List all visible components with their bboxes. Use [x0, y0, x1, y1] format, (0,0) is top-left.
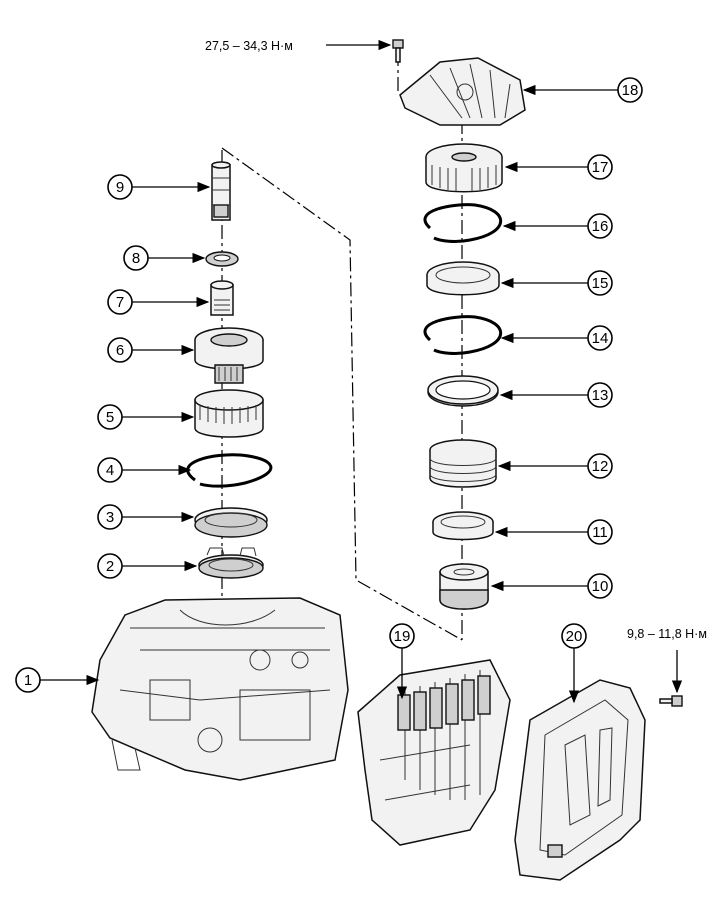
- part-4-snap-ring: [186, 453, 273, 488]
- svg-text:10: 10: [592, 578, 609, 595]
- bolt-top: [392, 39, 404, 63]
- part-15-toothed-ring: [426, 261, 500, 296]
- svg-text:17: 17: [592, 159, 609, 176]
- callout-10: 10: [490, 573, 613, 599]
- svg-text:13: 13: [592, 387, 609, 404]
- torque-spec-top: 27,5 – 34,3 Н·м: [205, 39, 392, 53]
- svg-text:20: 20: [566, 628, 583, 645]
- svg-text:6: 6: [116, 342, 124, 359]
- callout-7: 7: [107, 289, 210, 315]
- torque-spec-right-text: 9,8 – 11,8 Н·м: [627, 627, 707, 641]
- part-17-gear-drum: [425, 143, 503, 193]
- callout-2: 2: [97, 553, 198, 579]
- part-2-retainer: [198, 547, 264, 579]
- callout-19: 19: [389, 623, 415, 700]
- svg-text:12: 12: [592, 458, 609, 475]
- part-5-clutch-drum: [194, 389, 264, 438]
- callout-6: 6: [107, 337, 195, 363]
- svg-text:16: 16: [592, 218, 609, 235]
- callout-11: 11: [494, 519, 613, 545]
- part-9-shaft: [211, 161, 231, 221]
- part-11-ring: [432, 511, 494, 541]
- part-14-snap-ring: [423, 315, 503, 355]
- part-10-clutch-hub: [439, 563, 489, 610]
- callout-16: 16: [502, 213, 613, 239]
- callout-9: 9: [107, 174, 211, 200]
- callout-13: 13: [499, 382, 613, 408]
- part-20-oil-pan: [514, 679, 646, 881]
- callout-20: 20: [561, 623, 587, 704]
- svg-text:3: 3: [106, 509, 114, 526]
- part-7-sun-gear: [210, 280, 234, 316]
- callout-5: 5: [97, 404, 195, 430]
- part-8-thrust-washer: [205, 251, 239, 267]
- callout-12: 12: [497, 453, 613, 479]
- callout-15: 15: [500, 270, 613, 296]
- part-6-planetary-set: [194, 327, 264, 384]
- callout-8: 8: [123, 245, 206, 271]
- svg-text:4: 4: [106, 462, 114, 479]
- svg-text:2: 2: [106, 558, 114, 575]
- callout-18: 18: [522, 77, 643, 103]
- svg-text:7: 7: [116, 294, 124, 311]
- part-12-clutch-pack: [429, 439, 497, 488]
- part-3-toothed-ring: [194, 507, 268, 538]
- svg-text:18: 18: [622, 82, 639, 99]
- callout-4: 4: [97, 457, 192, 483]
- part-19-valve-body: [357, 659, 511, 846]
- part-18-cover: [399, 57, 526, 126]
- svg-text:1: 1: [24, 672, 32, 689]
- callout-3: 3: [97, 504, 195, 530]
- svg-text:14: 14: [592, 330, 609, 347]
- part-13-friction-plate: [427, 375, 499, 407]
- svg-text:15: 15: [592, 275, 609, 292]
- svg-text:8: 8: [132, 250, 140, 267]
- bolt-right: [659, 695, 683, 707]
- svg-text:5: 5: [106, 409, 114, 426]
- torque-spec-top-text: 27,5 – 34,3 Н·м: [205, 39, 293, 53]
- callout-1: 1: [15, 667, 100, 693]
- svg-text:9: 9: [116, 179, 124, 196]
- callout-14: 14: [500, 325, 613, 351]
- part-16-snap-ring: [423, 203, 503, 243]
- torque-spec-right: 9,8 – 11,8 Н·м: [627, 627, 707, 694]
- callout-17: 17: [504, 154, 613, 180]
- svg-text:19: 19: [394, 628, 411, 645]
- part-1-transmission-case: [91, 597, 349, 781]
- svg-text:11: 11: [592, 524, 608, 541]
